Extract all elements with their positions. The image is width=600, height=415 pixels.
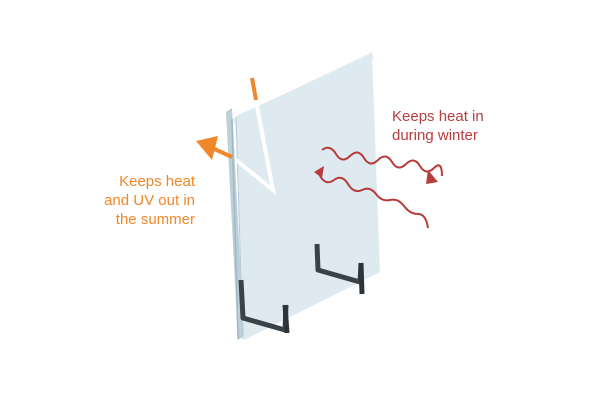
- reflection-ray: [234, 79, 276, 195]
- winter-label-line: Keeps heat in: [392, 108, 484, 125]
- reflected-arrowhead-icon: [196, 136, 218, 160]
- support-right-cap: [358, 262, 365, 295]
- heat-wave-icon-2: [319, 175, 429, 229]
- winter-label-line: during winter: [392, 127, 478, 144]
- heat-wave-arrowhead-2: [314, 166, 324, 178]
- glass-pane: [236, 54, 380, 340]
- summer-label-line: Keeps heat: [119, 173, 195, 190]
- summer-label-line: the summer: [115, 211, 195, 228]
- summer-label-line: and UV out in: [104, 192, 195, 209]
- incoming-sun-ray: [250, 77, 258, 101]
- heat-wave-icon: [321, 146, 443, 177]
- glass-edge-line: [231, 118, 239, 340]
- heat-wave-arrowhead: [426, 170, 438, 184]
- winter-label: Keeps heat in during winter: [392, 107, 484, 145]
- summer-label: Keeps heat and UV out in the summer: [104, 172, 195, 229]
- support-left-cap: [282, 304, 290, 334]
